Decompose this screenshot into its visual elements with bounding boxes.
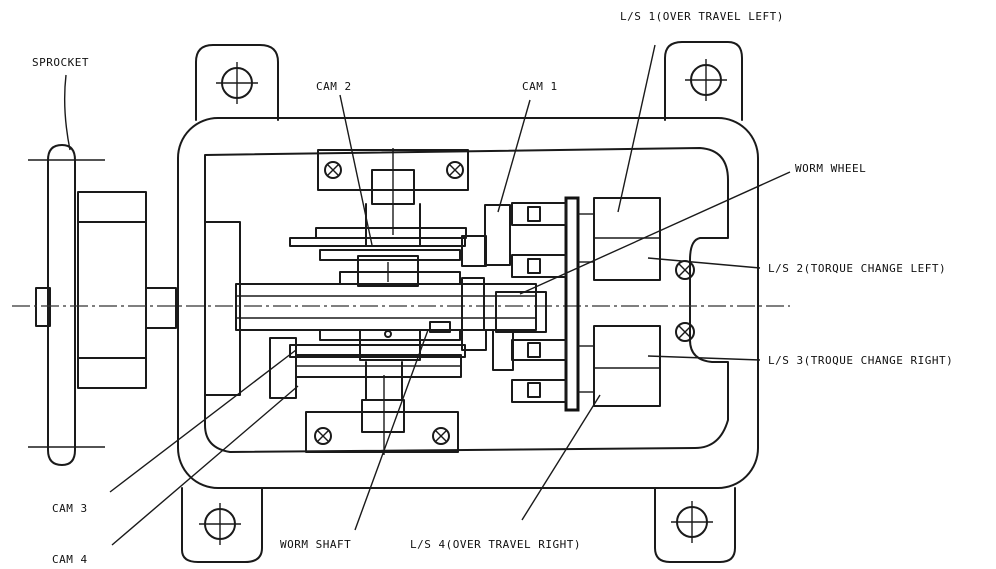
label-worm-wheel: WORM WHEEL [795,162,866,175]
mounting-ears [181,41,743,563]
screw-icon [324,161,342,179]
housing [177,117,759,489]
sprocket [28,144,105,466]
screw-icon [432,427,450,445]
cam-assembly [269,204,547,399]
mounting-hole-icon [671,501,713,543]
label-cam-2: CAM 2 [316,80,352,93]
top-bracket [317,148,469,247]
screw-icon [314,427,332,445]
label-cam-1: CAM 1 [522,80,558,93]
main-shaft [12,283,790,331]
label-ls-2: L/S 2(TORQUE CHANGE LEFT) [768,262,946,275]
label-ls-3: L/S 3(TROQUE CHANGE RIGHT) [768,354,953,367]
terminal-icon [675,322,695,342]
label-cam-3: CAM 3 [52,502,88,515]
coupling-hub [77,191,177,389]
limit-switch-bank [511,196,695,412]
label-worm-shaft: WORM SHAFT [280,538,351,551]
leader-lines [63,44,791,546]
mounting-hole-icon [685,59,727,101]
mounting-hole-icon [199,503,241,545]
terminal-icon [675,260,695,280]
label-cam-4: CAM 4 [52,553,88,566]
screw-icon [446,161,464,179]
mounting-hole-icon [216,62,258,104]
label-ls-1: L/S 1(OVER TRAVEL LEFT) [620,10,784,23]
bottom-bracket [305,361,459,455]
label-ls-4: L/S 4(OVER TRAVEL RIGHT) [410,538,581,551]
label-sprocket: SPROCKET [32,56,89,69]
